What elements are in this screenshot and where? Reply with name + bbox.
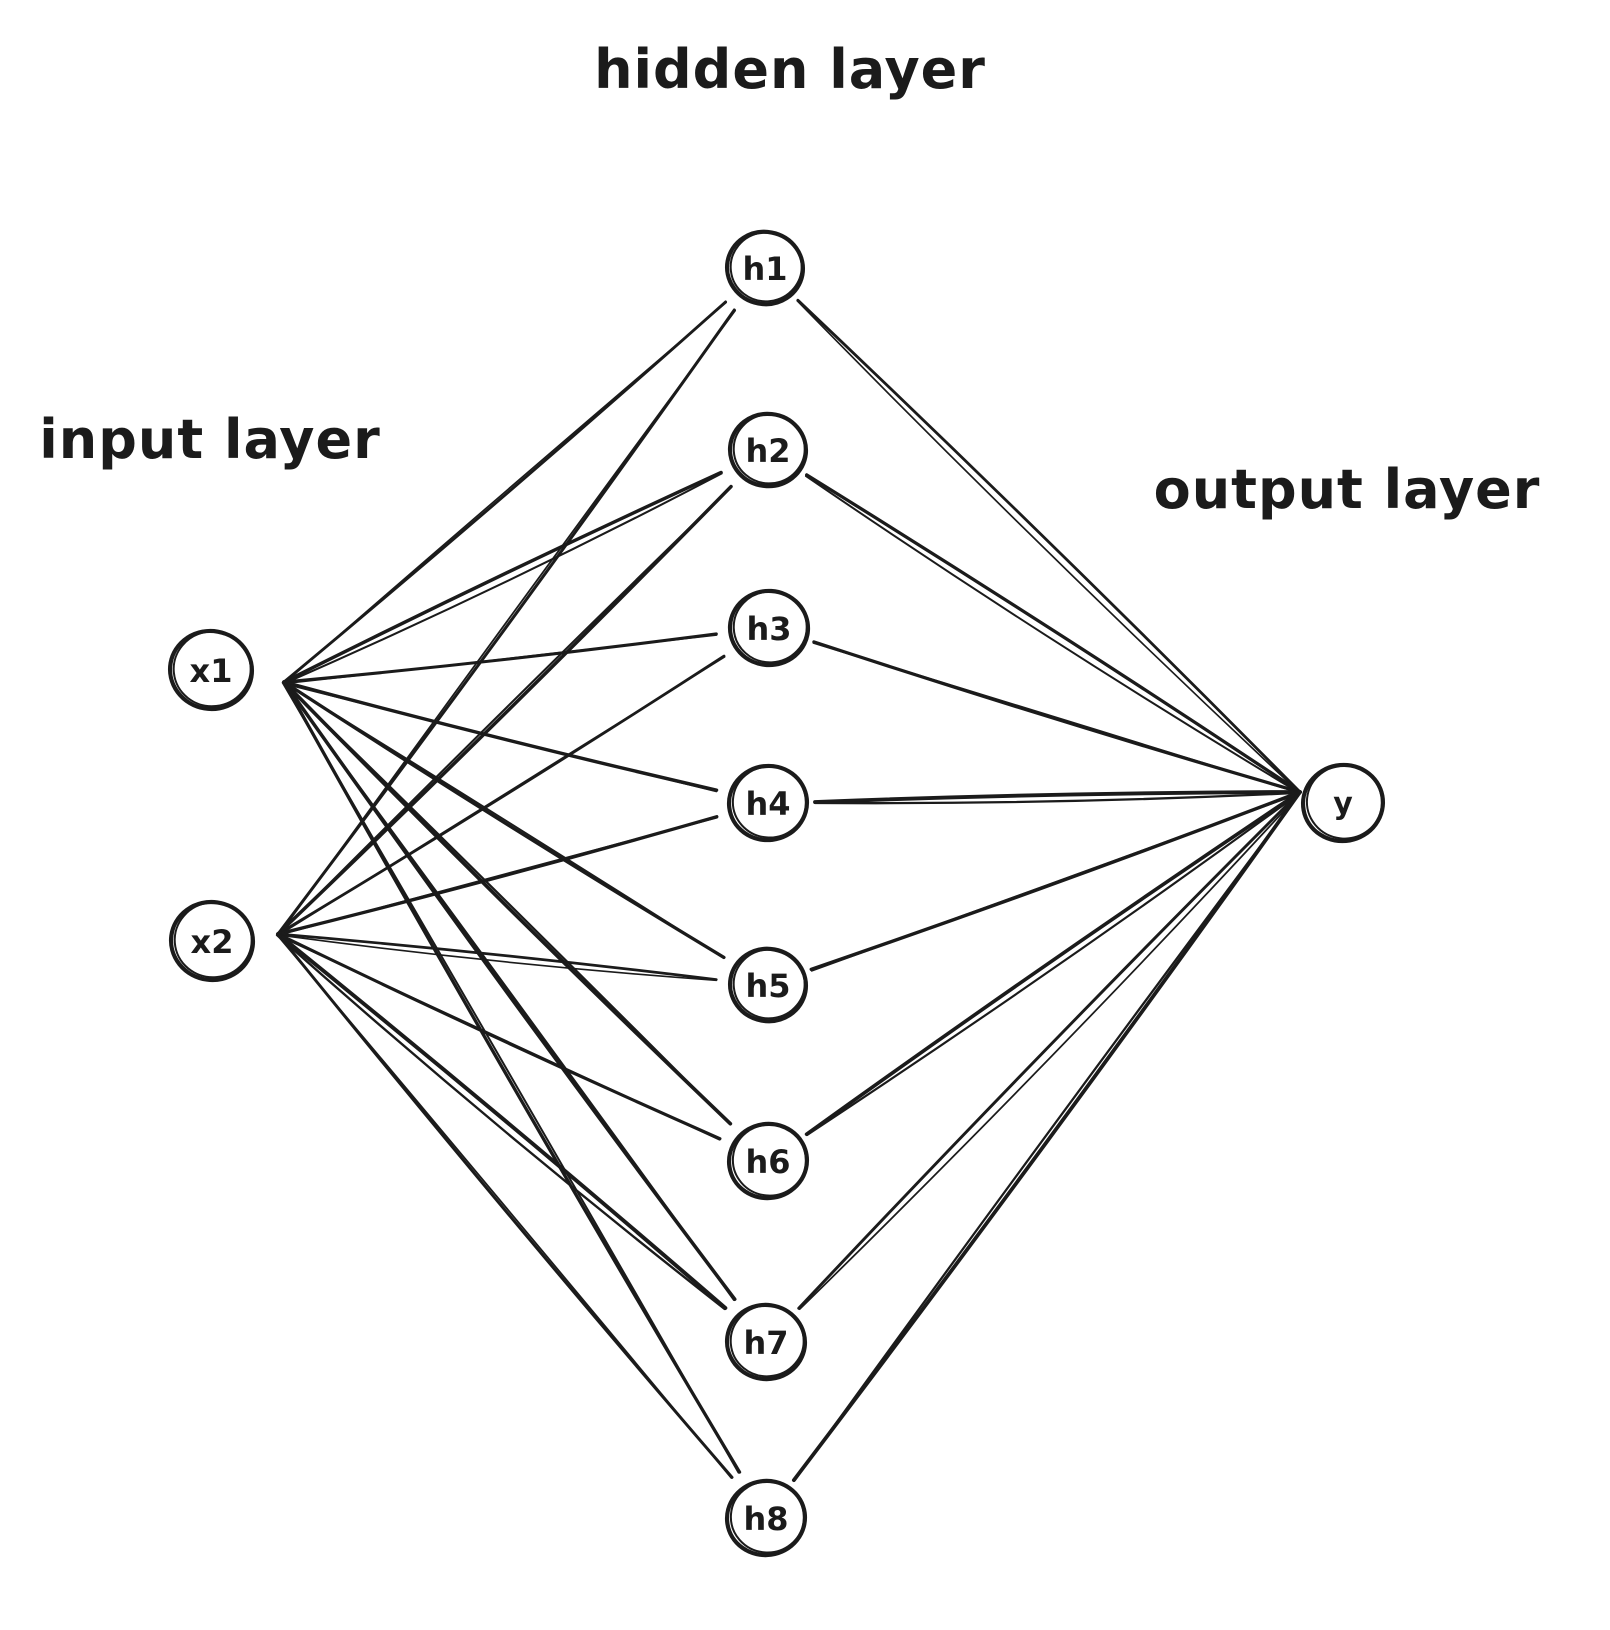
edge-h1-y: [796, 298, 1302, 794]
node-circle-inner-h8: [729, 1480, 805, 1554]
edge-x1-h8: [281, 680, 742, 1474]
edge-x1-h4: [282, 680, 719, 793]
edge-x1-h5: [282, 680, 726, 960]
node-h3: h3: [727, 588, 811, 668]
edge-x2-h7: [275, 932, 728, 1311]
input-layer-label: input layer: [39, 408, 381, 471]
edge-x1-h2: [282, 470, 723, 685]
node-label-h5: h5: [745, 967, 790, 1005]
node-label-h8: h8: [743, 1500, 788, 1538]
edge-h3-y: [812, 640, 1302, 794]
node-h5: h5: [727, 946, 809, 1024]
node-h7: h7: [724, 1302, 808, 1382]
node-circle-inner-h4: [731, 765, 807, 839]
node-label-h7: h7: [743, 1324, 788, 1362]
node-label-x1: x1: [190, 652, 233, 690]
edge-x1-h3: [282, 632, 718, 685]
node-label-y: y: [1333, 787, 1353, 822]
node-circle-inner-h3: [732, 590, 808, 664]
node-h1: h1: [724, 229, 806, 307]
node-circle-inner-h2: [732, 413, 806, 485]
edge-h6-y: [804, 790, 1302, 1137]
edge-x2-h8: [276, 932, 734, 1479]
edge-h5-y: [809, 790, 1302, 972]
node-circle-inner-x2: [173, 901, 253, 979]
edge-x2-h4: [276, 815, 719, 937]
edge-x2-h2: [276, 484, 733, 936]
edge-x1-h7: [281, 680, 737, 1301]
edge-x1-h1: [282, 300, 728, 684]
edge-h4-y: [813, 790, 1302, 805]
node-h4: h4: [726, 763, 810, 843]
edge-x2-h1: [276, 308, 737, 936]
edge-x2-h3: [276, 654, 726, 936]
node-h2: h2: [727, 411, 809, 489]
node-circle-inner-h7: [729, 1304, 805, 1378]
node-circle-inner-y: [1305, 764, 1383, 840]
node-circle-inner-h5: [732, 948, 806, 1020]
node-circle-inner-x1: [172, 630, 252, 708]
edge-x2-h6: [276, 932, 722, 1141]
node-x2: x2: [168, 899, 256, 983]
edge-h7-y: [797, 790, 1302, 1311]
node-label-h6: h6: [745, 1143, 790, 1181]
node-x1: x1: [167, 628, 255, 712]
node-label-x2: x2: [191, 923, 234, 961]
node-circle-inner-h6: [731, 1123, 807, 1197]
node-label-h4: h4: [745, 785, 790, 823]
node-label-h2: h2: [745, 432, 790, 470]
edge-x1-h6: [282, 680, 733, 1126]
node-y: y: [1300, 762, 1386, 844]
edge-x2-h5: [276, 932, 718, 982]
edge-h8-y: [791, 790, 1302, 1483]
node-circle-inner-h1: [729, 231, 803, 303]
node-label-h3: h3: [746, 610, 791, 648]
node-h8: h8: [724, 1478, 808, 1558]
output-layer-label: output layer: [1153, 458, 1541, 521]
edge-h2-y: [804, 473, 1302, 794]
hidden-layer-label: hidden layer: [594, 38, 986, 101]
node-label-h1: h1: [742, 250, 787, 288]
node-h6: h6: [726, 1121, 810, 1201]
